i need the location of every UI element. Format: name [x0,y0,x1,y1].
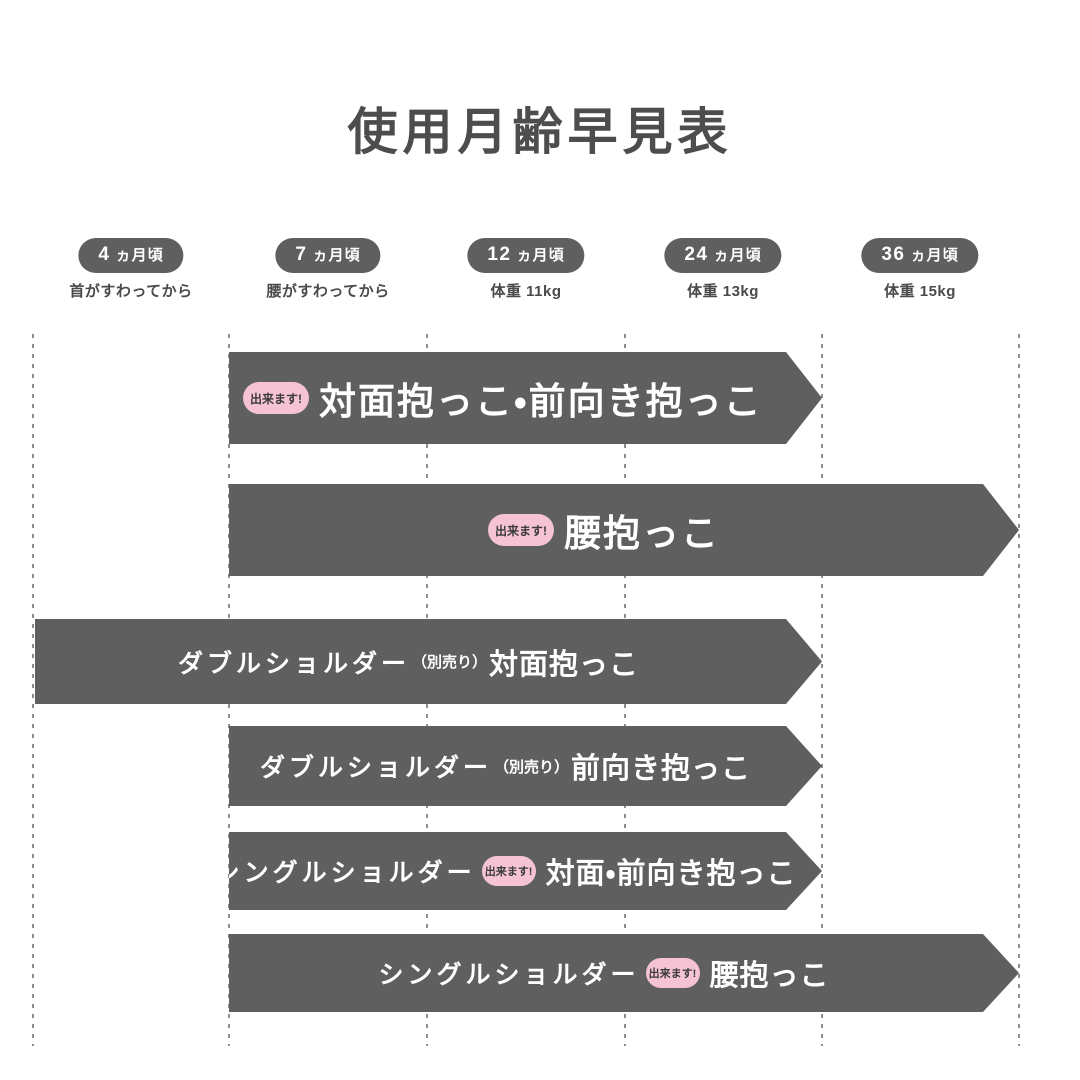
milestone-24mo: 24 ヵ月頃体重 13kg [664,238,782,301]
milestone-12mo: 12 ヵ月頃体重 11kg [467,238,585,301]
bar-main-label: 腰抱っこ [709,960,830,992]
bar-main-label: 対面抱っこ [489,648,640,681]
milestone-sublabel: 体重 13kg [687,282,759,300]
milestone-sublabel: 体重 15kg [884,282,956,300]
bar-main-label: 腰抱っこ [564,513,720,554]
bar-prefix-label: シングルショルダー [378,961,640,989]
milestone-age-unit: ヵ月頃 [708,247,762,264]
bar-content: 出来ます! 腰抱っこ [229,503,1019,557]
bar-sold-separately-note: （別売り） [493,758,569,776]
milestone-sublabel: 腰がすわってから [266,282,390,300]
milestone-axis: 4 ヵ月頃首がすわってから 7 ヵ月頃腰がすわってから 12 ヵ月頃体重 11kg 2… [0,238,1080,318]
milestone-age-value: 4 [98,244,111,265]
milestone-sublabel: 首がすわってから [69,282,193,300]
row-double-shoulder-maemuki: ダブルショルダー（別売り）前向き抱っこ [229,726,822,806]
milestone-pill: 36 ヵ月頃 [861,238,979,273]
milestone-pill: 7 ヵ月頃 [275,238,381,273]
bar-main-label: 対面・前向き抱っこ [545,858,797,890]
page-title: 使用月齢早見表 [347,104,733,160]
milestone-age-value: 12 [487,244,512,265]
bar-prefix-label: シングルショルダー [214,859,476,887]
milestone-7mo: 7 ヵ月頃腰がすわってから [266,238,389,301]
bar-content: シングルショルダー出来ます! 腰抱っこ [229,952,1019,994]
milestone-sublabel: 体重 11kg [490,282,562,300]
bar-main-label: 前向き抱っこ [571,753,752,785]
milestone-age-unit: ヵ月頃 [511,247,565,264]
gridline-4 [821,334,823,1046]
available-badge: 出来ます! [646,958,700,988]
milestone-36mo: 36 ヵ月頃体重 15kg [861,238,979,301]
milestone-pill: 12 ヵ月頃 [467,238,585,273]
bar-content: ダブルショルダー（別売り）対面抱っこ [35,641,822,683]
row-single-shoulder-koshi: シングルショルダー出来ます! 腰抱っこ [229,934,1019,1012]
gridline-5 [1018,334,1020,1046]
bar-content: シングルショルダー出来ます!対面・前向き抱っこ [229,850,822,892]
milestone-age-value: 36 [881,244,906,265]
row-koshi-dakko: 出来ます! 腰抱っこ [229,484,1019,576]
available-badge: 出来ます! [482,856,536,886]
bar-content: ダブルショルダー（別売り）前向き抱っこ [229,745,822,787]
milestone-age-value: 24 [684,244,709,265]
gridline-0 [32,334,34,1046]
milestone-pill: 4 ヵ月頃 [78,238,184,273]
milestone-age-unit: ヵ月頃 [905,247,959,264]
bar-content: 出来ます! 対面抱っこ・前向き抱っこ [229,371,822,425]
bar-prefix-label: ダブルショルダー [177,649,410,678]
row-single-shoulder-taimen-maemuki: シングルショルダー出来ます!対面・前向き抱っこ [229,832,822,910]
milestone-age-unit: ヵ月頃 [110,247,164,264]
available-badge: 出来ます! [243,382,309,414]
milestone-4mo: 4 ヵ月頃首がすわってから [69,238,192,301]
row-taimen-maemuki: 出来ます! 対面抱っこ・前向き抱っこ [229,352,822,444]
bar-sold-separately-note: （別売り） [411,654,487,671]
milestone-age-value: 7 [295,244,308,265]
milestone-age-unit: ヵ月頃 [307,247,361,264]
available-badge: 出来ます! [488,514,554,546]
bar-main-label: 対面抱っこ・前向き抱っこ [319,381,763,422]
milestone-pill: 24 ヵ月頃 [664,238,782,273]
bar-prefix-label: ダブルショルダー [259,754,492,782]
row-double-shoulder-taimen: ダブルショルダー（別売り）対面抱っこ [35,619,822,704]
